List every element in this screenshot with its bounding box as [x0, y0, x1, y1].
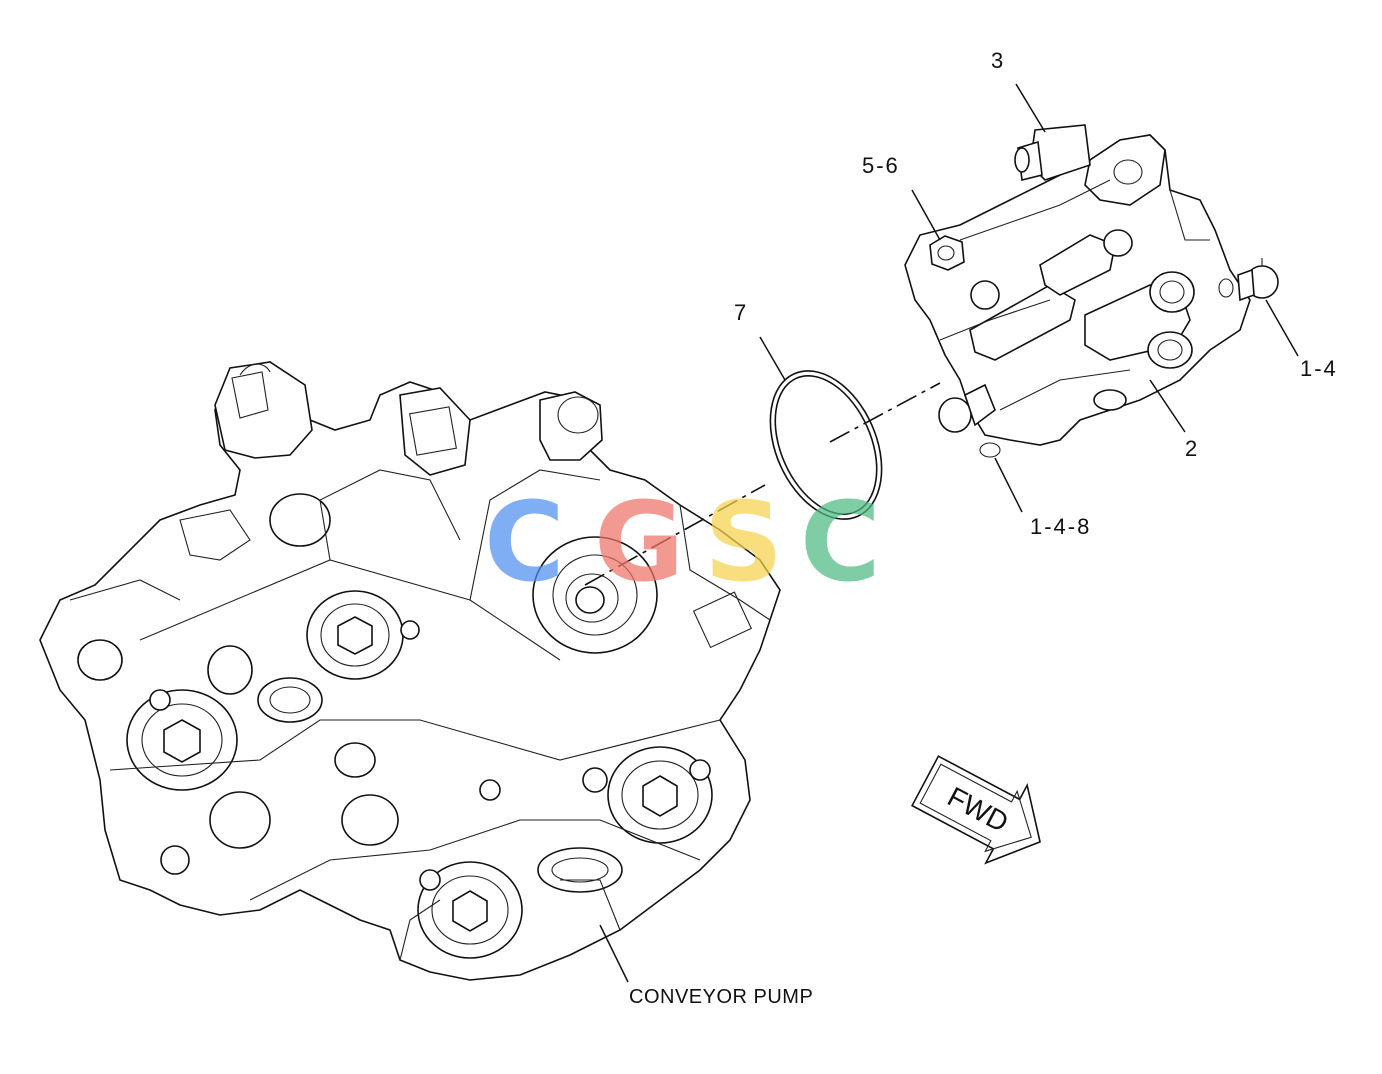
oring-centerline	[829, 382, 941, 443]
callout-2: 2	[1185, 436, 1200, 461]
watermark-letter-1: C	[484, 478, 565, 606]
leader-conveyor-pump	[599, 924, 629, 983]
watermark-logo: C G S C	[484, 478, 881, 606]
pump-subassembly	[904, 134, 1251, 446]
leader-2	[1149, 379, 1186, 433]
plug-1-4-8	[938, 383, 1001, 458]
sender-3	[1014, 124, 1091, 181]
pump-centerline	[584, 484, 766, 586]
callout-1-4-8: 1-4-8	[1030, 514, 1092, 539]
fwd-arrow: FWD	[911, 755, 1041, 865]
watermark-letter-3: S	[704, 478, 783, 606]
hex-plug-1	[306, 590, 404, 680]
callout-5-6: 5-6	[862, 153, 900, 178]
leader-1-4-8	[994, 457, 1023, 513]
leader-5-6	[911, 189, 941, 241]
hex-plug-4	[417, 861, 523, 959]
watermark-letter-4: C	[800, 478, 881, 606]
hex-plug-3	[607, 746, 713, 844]
callout-3: 3	[991, 48, 1006, 73]
callout-7: 7	[734, 300, 749, 325]
leader-1-4	[1265, 299, 1299, 357]
hex-plug-2	[126, 689, 238, 791]
plug-1-4	[1218, 258, 1279, 302]
callout-1-4: 1-4	[1300, 356, 1338, 381]
callout-conveyor-pump: CONVEYOR PUMP	[629, 986, 814, 1008]
watermark-letter-2: G	[594, 478, 684, 606]
conveyor-pump-assembly	[39, 361, 781, 981]
o-ring	[769, 370, 883, 520]
leader-3	[1015, 83, 1046, 133]
leader-7	[759, 336, 786, 381]
